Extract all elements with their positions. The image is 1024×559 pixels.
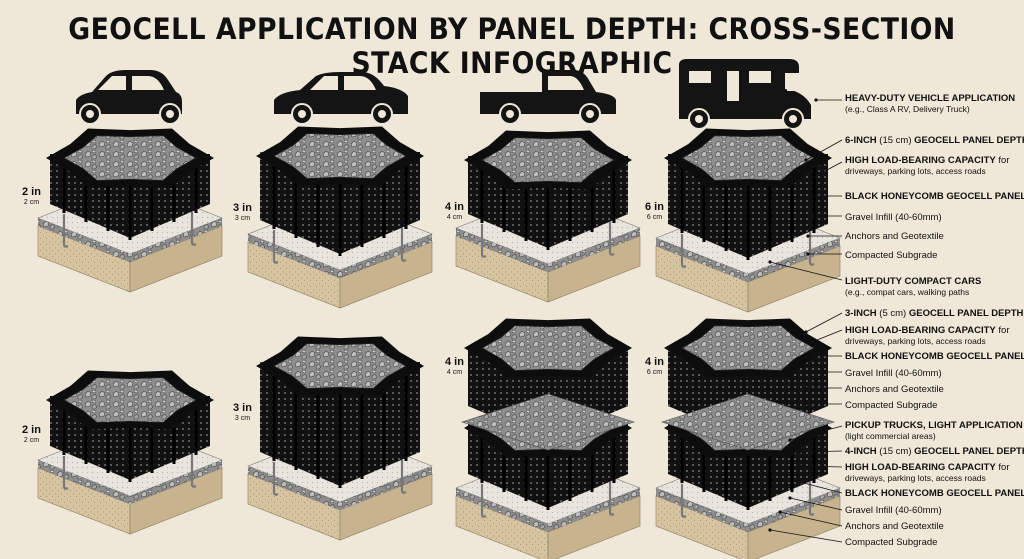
sedan-icon xyxy=(274,72,408,125)
leader-dot xyxy=(810,370,814,374)
leader-dot xyxy=(798,464,802,468)
g2-depth-callout: 3-INCH (5 cm) GEOCELL PANEL DEPTH xyxy=(845,308,1024,319)
leader-dot xyxy=(806,234,810,238)
stack-top-2in xyxy=(37,128,223,293)
stack-bottom-6cm xyxy=(655,318,841,559)
leader-dot xyxy=(810,354,814,358)
leader-dot xyxy=(810,176,814,180)
compact-car-icon xyxy=(76,70,182,125)
g3-anchors-callout: Anchors and Geotextile xyxy=(845,521,944,532)
leader-dot xyxy=(778,510,782,514)
depth-cm: 3 cm xyxy=(234,415,251,422)
pickup-callout: PICKUP TRUCKS, LIGHT APPLICATION(light c… xyxy=(845,420,1023,441)
depth-inches: 6 in xyxy=(645,201,664,213)
leader-dot xyxy=(810,340,814,344)
depth-cm: 4 cm xyxy=(446,214,463,221)
leader-dot xyxy=(768,260,772,264)
stack-top-6in xyxy=(655,128,841,313)
leader-dot xyxy=(798,480,802,484)
g3-subgrade-callout: Compacted Subgrade xyxy=(845,537,938,548)
leader-dot xyxy=(814,98,818,102)
heavy-duty-callout: HEAVY-DUTY VEHICLE APPLICATION (e.g., Cl… xyxy=(845,93,1016,114)
leader-line xyxy=(789,497,843,511)
depth-inches: 4 in xyxy=(645,356,664,368)
depth-inches: 2 in xyxy=(22,186,41,198)
depth-cm: 3 cm xyxy=(234,215,251,222)
depth-inches: 3 in xyxy=(233,202,252,214)
depth-inches: 4 in xyxy=(445,201,464,213)
leader-dot xyxy=(806,252,810,256)
leader-line xyxy=(805,312,843,333)
leader-dot xyxy=(810,214,814,218)
g2-gravel-callout: Gravel Infill (40-60mm) xyxy=(845,368,942,379)
leader-line xyxy=(769,529,843,543)
leader-line xyxy=(811,329,843,343)
g2-subgrade-callout: Compacted Subgrade xyxy=(845,400,938,411)
light-duty-callout: LIGHT-DUTY COMPACT CARS(e.g., compat car… xyxy=(845,276,982,297)
g1-depth-callout: 6-INCH (15 cm) GEOCELL PANEL DEPTH xyxy=(845,135,1024,146)
leader-line xyxy=(799,465,843,468)
pickup-truck-icon xyxy=(480,70,616,125)
depth-cm: 6 cm xyxy=(646,214,663,221)
leader-dot xyxy=(810,194,814,198)
leader-line xyxy=(799,450,843,453)
leader-dot xyxy=(788,438,792,442)
g2-panel-callout: BLACK HONEYCOMB GEOCELL PANEL xyxy=(845,351,1024,362)
leader-dot xyxy=(806,386,810,390)
leader-line xyxy=(769,261,843,281)
depth-cm: 6 cm xyxy=(646,369,663,376)
depth-inches: 4 in xyxy=(445,356,464,368)
g1-panel-callout: BLACK HONEYCOMB GEOCELL PANEL xyxy=(845,191,1024,202)
stack-top-3in xyxy=(247,126,433,309)
depth-cm: 2 cm xyxy=(23,199,40,206)
g3-panel-callout: BLACK HONEYCOMB GEOCELL PANEL xyxy=(845,488,1024,499)
leader-dot xyxy=(804,158,808,162)
stack-bottom-3in xyxy=(247,336,433,541)
g3-depth-callout: 4-INCH (15 cm) GEOCELL PANEL DEPTH xyxy=(845,446,1024,457)
leader-dot xyxy=(798,450,802,454)
g1-anchors-callout: Anchors and Geotextile xyxy=(845,231,944,242)
g3-gravel-callout: Gravel Infill (40-60mm) xyxy=(845,505,942,516)
stack-top-4in xyxy=(455,130,641,303)
leader-dot xyxy=(806,402,810,406)
leader-line xyxy=(779,511,843,527)
stack-bottom-4in xyxy=(455,318,641,559)
leader-line xyxy=(811,161,843,179)
leader-line xyxy=(789,425,843,441)
leader-dot xyxy=(804,330,808,334)
page-title: GEOCELL APPLICATION BY PANEL DEPTH: CROS… xyxy=(68,12,956,80)
stack-bottom-2in xyxy=(37,370,223,535)
g2-anchors-callout: Anchors and Geotextile xyxy=(845,384,944,395)
g1-gravel-callout: Gravel Infill (40-60mm) xyxy=(845,212,942,223)
leader-line xyxy=(805,139,843,161)
leader-dot xyxy=(788,496,792,500)
leader-line xyxy=(799,481,843,494)
depth-cm: 2 cm xyxy=(23,437,40,444)
depth-cm: 4 cm xyxy=(446,369,463,376)
depth-inches: 3 in xyxy=(233,402,252,414)
leader-dot xyxy=(768,528,772,532)
rv-icon xyxy=(679,59,811,130)
depth-inches: 2 in xyxy=(22,424,41,436)
g1-subgrade-callout: Compacted Subgrade xyxy=(845,250,938,261)
